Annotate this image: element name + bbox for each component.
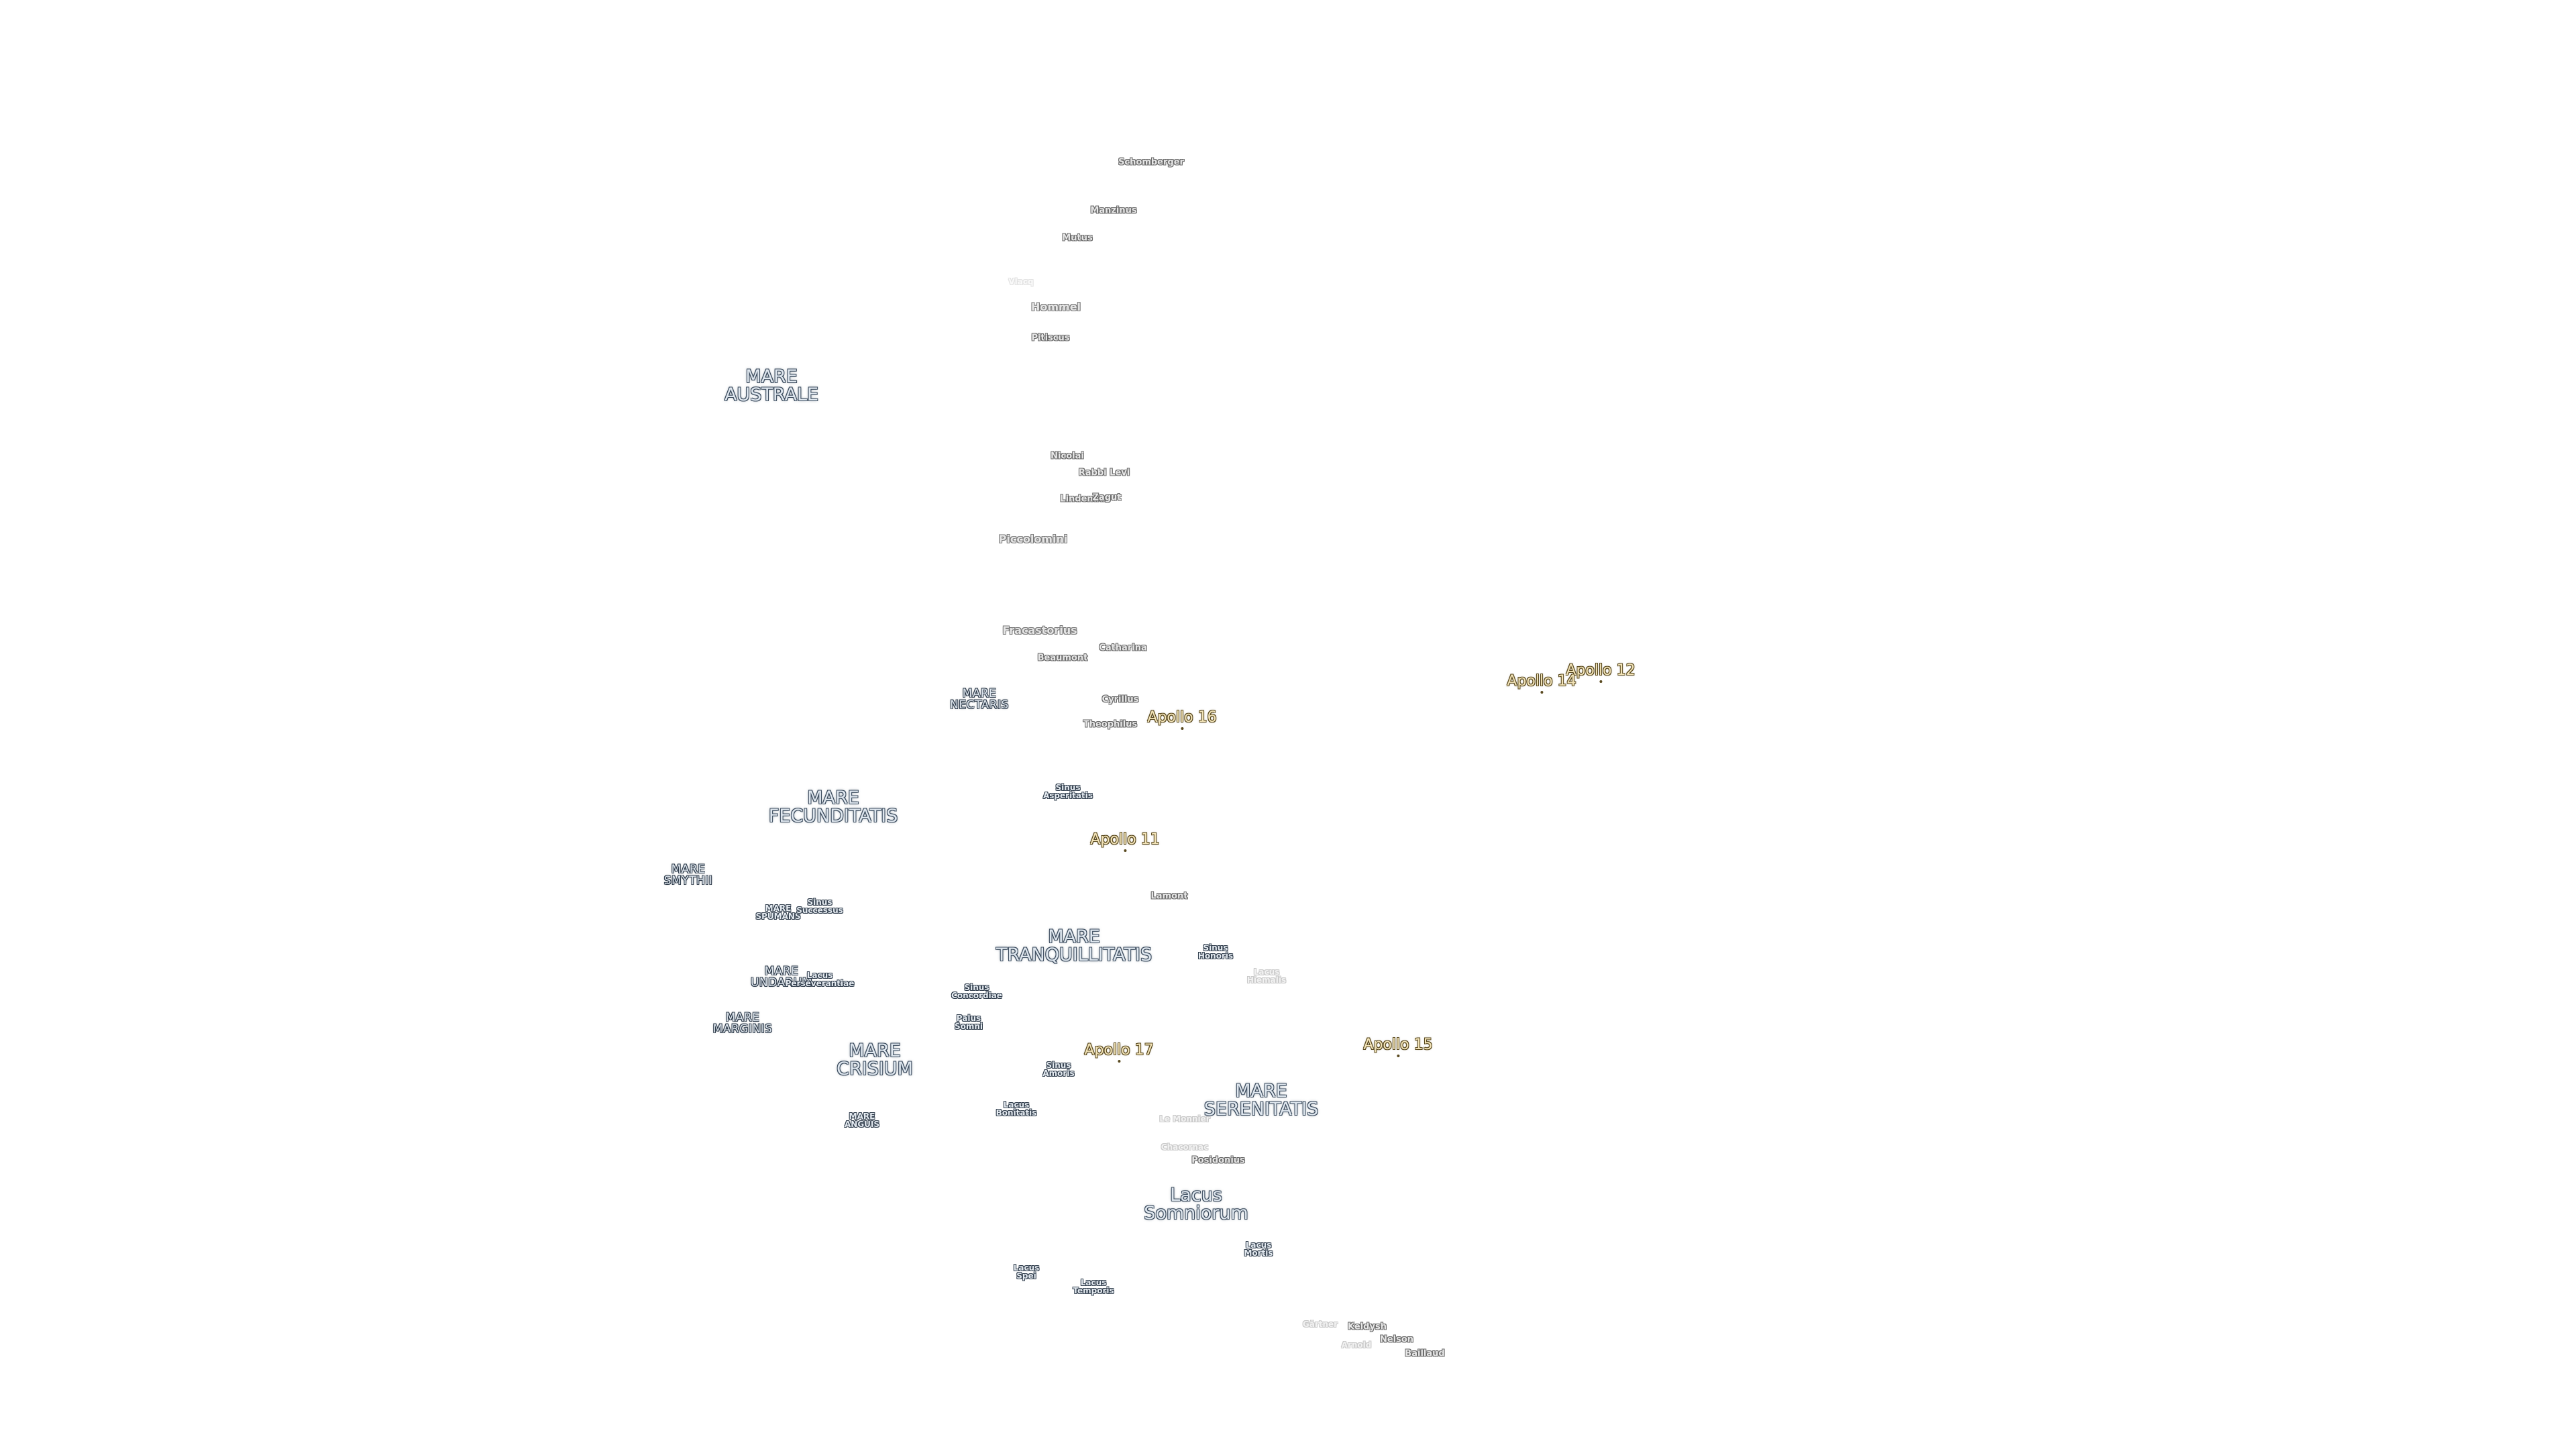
label-catharina: Catharina bbox=[1099, 643, 1147, 653]
marker-apollo-16[interactable]: Apollo 16 bbox=[1147, 709, 1217, 730]
marker-apollo-15[interactable]: Apollo 15 bbox=[1363, 1036, 1433, 1057]
marker-apollo-17[interactable]: Apollo 17 bbox=[1084, 1042, 1154, 1063]
label-lacus-hiemalis: Lacus Hiemalis bbox=[1246, 967, 1287, 985]
label-baillaud: Baillaud bbox=[1405, 1348, 1445, 1359]
label-arnold: Arnold bbox=[1341, 1340, 1372, 1350]
label-sinus-amoris: Sinus Amoris bbox=[1042, 1061, 1075, 1078]
label-nicolai: Nicolai bbox=[1051, 451, 1084, 462]
label-palus-somni: Palus Somni bbox=[954, 1014, 983, 1031]
label-theophilus: Theophilus bbox=[1083, 719, 1138, 730]
label-nelson: Nelson bbox=[1379, 1334, 1414, 1345]
marker-apollo-12[interactable]: Apollo 12 bbox=[1566, 662, 1635, 683]
label-lacus-somniorum: Lacus Somniorum bbox=[1144, 1185, 1248, 1224]
label-cyrillus: Cyrillus bbox=[1102, 694, 1139, 705]
marker-apollo-11[interactable]: Apollo 11 bbox=[1090, 831, 1160, 852]
label-mare-nectaris: MARE NECTARIS bbox=[950, 687, 1009, 712]
label-hommel: Hommel bbox=[1030, 301, 1081, 313]
label-gartner: Gärtner bbox=[1302, 1320, 1338, 1329]
label-lacus-temporis: Lacus Temporis bbox=[1073, 1278, 1114, 1295]
label-mare-tranquillitatis: MARE TRANQUILLITATIS bbox=[996, 926, 1152, 965]
label-manzinus: Manzinus bbox=[1090, 205, 1137, 216]
label-lamont: Lamont bbox=[1150, 891, 1188, 902]
label-le-monnier: Le Monnier bbox=[1159, 1114, 1210, 1124]
label-posidonius: Posidonius bbox=[1191, 1155, 1245, 1166]
label-vlacq: Vlacq bbox=[1008, 277, 1034, 286]
label-chacornac: Chacornac bbox=[1161, 1142, 1209, 1152]
label-rabbi-levi: Rabbi Levi bbox=[1078, 468, 1130, 478]
label-mare-spumans: MARE SPUMANS bbox=[755, 904, 801, 921]
label-lacus-bonitatis: Lacus Bonitatis bbox=[996, 1100, 1037, 1118]
label-fracastorius: Fracastorius bbox=[1002, 624, 1077, 637]
label-mutus: Mutus bbox=[1062, 233, 1093, 244]
label-mare-australe: MARE AUSTRALE bbox=[724, 366, 819, 405]
label-pitiscus: Pitiscus bbox=[1031, 333, 1070, 343]
label-piccolomini: Piccolomini bbox=[998, 533, 1068, 545]
label-mare-undarum: MARE UNDARUM bbox=[750, 965, 813, 989]
label-keldysh: Keldysh bbox=[1348, 1322, 1387, 1332]
label-lindenau: Lindenau bbox=[1060, 494, 1106, 504]
marker-apollo-14[interactable]: Apollo 14 bbox=[1507, 673, 1576, 694]
label-lacus-spei: Lacus Spei bbox=[1013, 1263, 1040, 1281]
label-sinus-concordiae: Sinus Concordiae bbox=[951, 983, 1002, 1000]
label-mare-anguis: MARE ANGUIS bbox=[844, 1112, 880, 1129]
label-mare-serenitatis: MARE SERENITATIS bbox=[1203, 1081, 1319, 1120]
label-mare-smythii: MARE SMYTHII bbox=[663, 863, 713, 888]
label-lacus-perseverantiae: Lacus Perseverantiae bbox=[785, 971, 855, 988]
label-zagut: Zagut bbox=[1092, 492, 1122, 503]
label-sinus-honoris: Sinus Honoris bbox=[1197, 943, 1234, 961]
label-schomberger: Schomberger bbox=[1118, 157, 1184, 168]
label-sinus-successus: Sinus Successus bbox=[796, 898, 843, 915]
label-lacus-mortis: Lacus Mortis bbox=[1244, 1240, 1273, 1258]
label-mare-fecunditatis: MARE FECUNDITATIS bbox=[768, 788, 898, 826]
label-mare-crisium: MARE CRISIUM bbox=[837, 1040, 913, 1079]
label-sinus-asperitatis: Sinus Asperitatis bbox=[1042, 783, 1093, 800]
label-mare-marginis: MARE MARGINIS bbox=[712, 1011, 773, 1036]
label-beaumont: Beaumont bbox=[1037, 653, 1088, 663]
